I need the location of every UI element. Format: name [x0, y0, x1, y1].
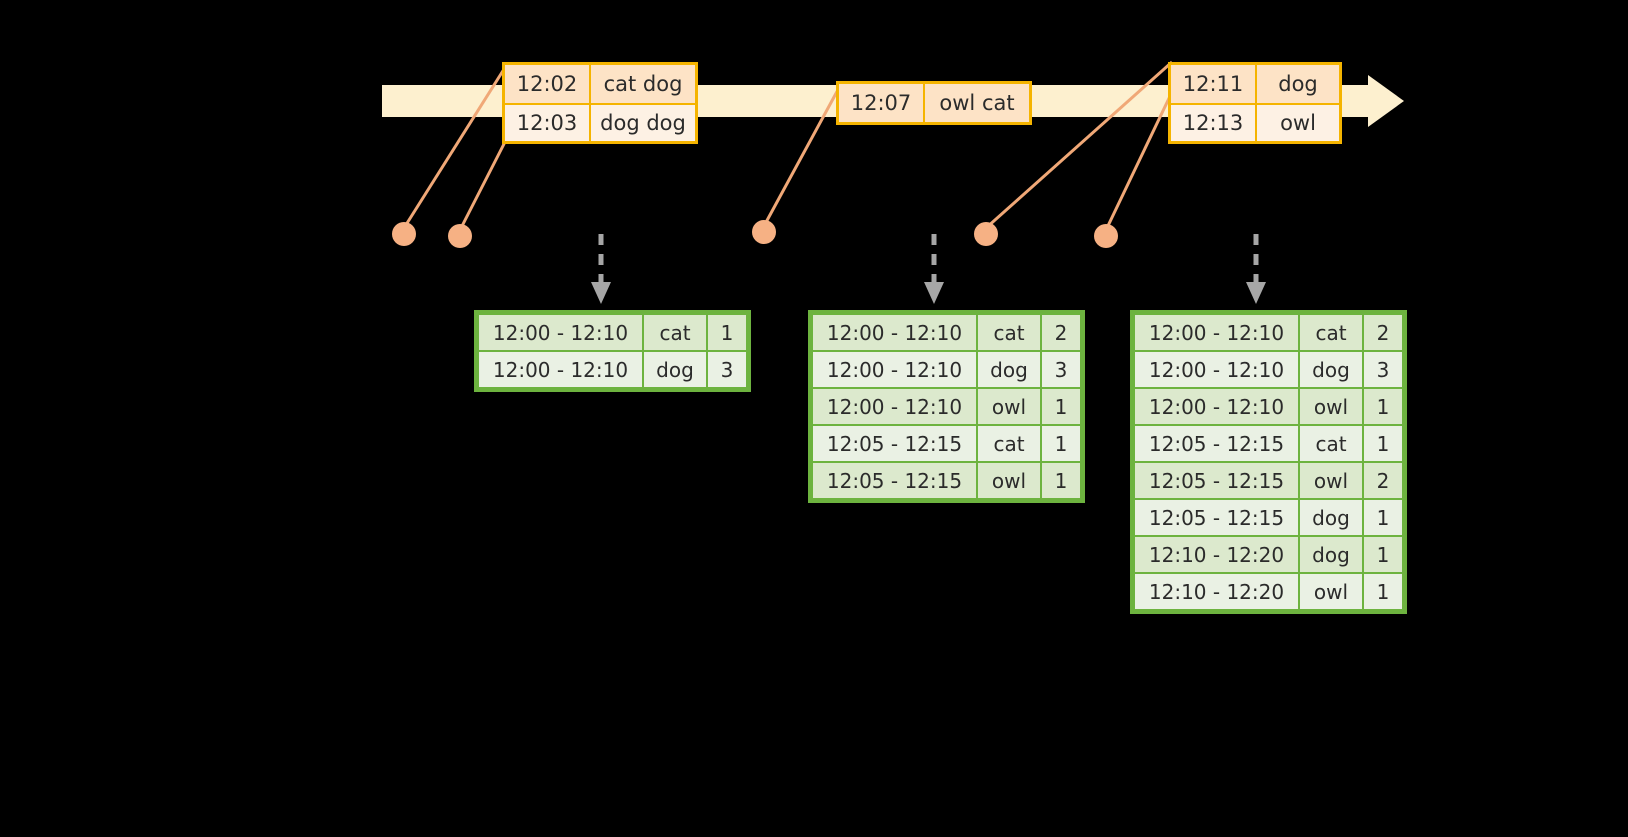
count-cell: 1: [1364, 426, 1402, 461]
window-cell: 12:00 - 12:10: [813, 315, 976, 350]
event-marker-1203: [448, 224, 472, 248]
event-row: 12:11 dog: [1171, 65, 1339, 103]
window-cell: 12:00 - 12:10: [1135, 315, 1298, 350]
emit-arrow-2-icon: [924, 234, 944, 304]
event-row: 12:07 owl cat: [839, 84, 1029, 122]
word-cell: cat: [1300, 315, 1362, 350]
word-cell: dog: [1300, 500, 1362, 535]
count-cell: 1: [1042, 426, 1080, 461]
event-words: cat dog: [589, 65, 695, 103]
event-words: dog: [1255, 65, 1339, 103]
count-cell: 1: [708, 315, 746, 350]
event-box-3: 12:11 dog 12:13 owl: [1168, 62, 1342, 144]
event-time: 12:02: [516, 72, 578, 96]
event-marker-1202: [392, 222, 416, 246]
window-cell: 12:05 - 12:15: [1135, 463, 1298, 498]
window-cell: 12:10 - 12:20: [1135, 537, 1298, 572]
emit-arrow-1-icon: [591, 234, 611, 304]
count-cell: 1: [1042, 463, 1080, 498]
word-cell: cat: [978, 426, 1040, 461]
word-cell: dog: [978, 352, 1040, 387]
window-cell: 12:00 - 12:10: [479, 315, 642, 350]
window-cell: 12:00 - 12:10: [813, 352, 976, 387]
count-cell: 2: [1364, 315, 1402, 350]
word-cell: dog: [644, 352, 706, 387]
window-cell: 12:05 - 12:15: [813, 426, 976, 461]
word-cell: owl: [1300, 463, 1362, 498]
event-words: owl cat: [923, 84, 1029, 122]
event-time: 12:13: [1182, 111, 1244, 135]
word-cell: cat: [1300, 426, 1362, 461]
event-time: 12:11: [1182, 72, 1244, 96]
window-cell: 12:00 - 12:10: [1135, 389, 1298, 424]
event-marker-1207: [752, 220, 776, 244]
count-cell: 1: [1364, 389, 1402, 424]
event-marker-1211: [974, 222, 998, 246]
event-box-1: 12:02 cat dog 12:03 dog dog: [502, 62, 698, 144]
count-cell: 1: [1042, 389, 1080, 424]
word-cell: dog: [1300, 352, 1362, 387]
window-cell: 12:10 - 12:20: [1135, 574, 1298, 609]
count-cell: 2: [1364, 463, 1402, 498]
event-row: 12:03 dog dog: [505, 103, 695, 141]
window-cell: 12:00 - 12:10: [1135, 352, 1298, 387]
count-cell: 3: [1042, 352, 1080, 387]
event-time: 12:03: [516, 111, 578, 135]
count-cell: 2: [1042, 315, 1080, 350]
emit-arrow-3-icon: [1246, 234, 1266, 304]
window-cell: 12:00 - 12:10: [479, 352, 642, 387]
window-cell: 12:05 - 12:15: [1135, 426, 1298, 461]
count-cell: 1: [1364, 500, 1402, 535]
event-row: 12:13 owl: [1171, 103, 1339, 141]
window-cell: 12:05 - 12:15: [1135, 500, 1298, 535]
word-cell: owl: [1300, 574, 1362, 609]
window-cell: 12:05 - 12:15: [813, 463, 976, 498]
word-cell: cat: [644, 315, 706, 350]
window-cell: 12:00 - 12:10: [813, 389, 976, 424]
event-time: 12:07: [850, 91, 912, 115]
timeline-arrowhead-icon: [1368, 75, 1404, 127]
count-cell: 3: [1364, 352, 1402, 387]
event-words: owl: [1255, 105, 1339, 141]
word-cell: owl: [978, 463, 1040, 498]
count-cell: 3: [708, 352, 746, 387]
count-cell: 1: [1364, 537, 1402, 572]
event-marker-1213: [1094, 224, 1118, 248]
event-box-2: 12:07 owl cat: [836, 81, 1032, 125]
word-cell: owl: [978, 389, 1040, 424]
word-cell: dog: [1300, 537, 1362, 572]
event-words: dog dog: [589, 105, 695, 141]
count-cell: 1: [1364, 574, 1402, 609]
word-cell: owl: [1300, 389, 1362, 424]
event-row: 12:02 cat dog: [505, 65, 695, 103]
word-cell: cat: [978, 315, 1040, 350]
